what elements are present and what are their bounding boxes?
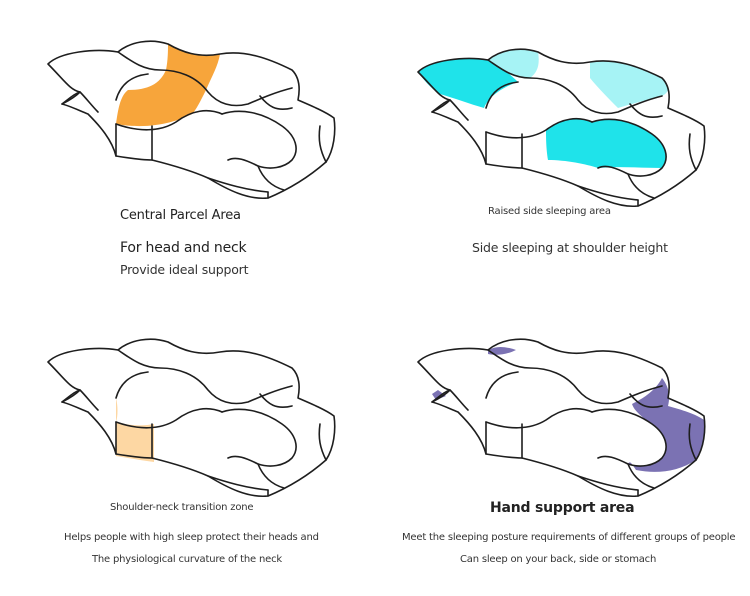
panel-description: Side sleeping at shoulder height (472, 240, 668, 255)
panel-title: Hand support area (490, 500, 635, 516)
side-zone-highlight-top (488, 49, 539, 78)
panel-central-parcel: Central Parcel Area For head and neck Pr… (0, 0, 375, 298)
pillow-illustration (417, 48, 706, 208)
pillow-illustration (47, 40, 336, 200)
side-zone-highlight-right (546, 118, 667, 168)
pillow-illustration (47, 338, 336, 498)
panel-description-1: Meet the sleeping posture requirements o… (402, 532, 736, 543)
panel-shoulder-neck: Shoulder-neck transition zone Helps peop… (0, 298, 375, 596)
panel-hand-support: Hand support area Meet the sleeping post… (370, 298, 745, 596)
hand-zone-highlight-left (432, 390, 446, 400)
hand-zone-highlight-top (488, 347, 516, 355)
side-zone-highlight-right-top (590, 60, 668, 108)
pillow-illustration (417, 338, 706, 498)
panel-description-2: Can sleep on your back, side or stomach (460, 554, 657, 565)
panel-description-2: The physiological curvature of the neck (92, 554, 282, 565)
panel-title: Central Parcel Area (120, 208, 241, 223)
shoulder-neck-highlight (116, 398, 154, 462)
panel-title: Shoulder-neck transition zone (110, 502, 254, 513)
side-zone-highlight-left (418, 58, 518, 108)
panel-description-1: Helps people with high sleep protect the… (64, 532, 319, 543)
hand-zone-highlight-right (628, 378, 705, 472)
panel-raised-side: Raised side sleeping area Side sleeping … (370, 8, 745, 306)
panel-title: Raised side sleeping area (488, 206, 611, 217)
panel-subtitle: For head and neck (120, 240, 247, 256)
central-zone-highlight (116, 44, 220, 127)
panel-description: Provide ideal support (120, 262, 249, 277)
